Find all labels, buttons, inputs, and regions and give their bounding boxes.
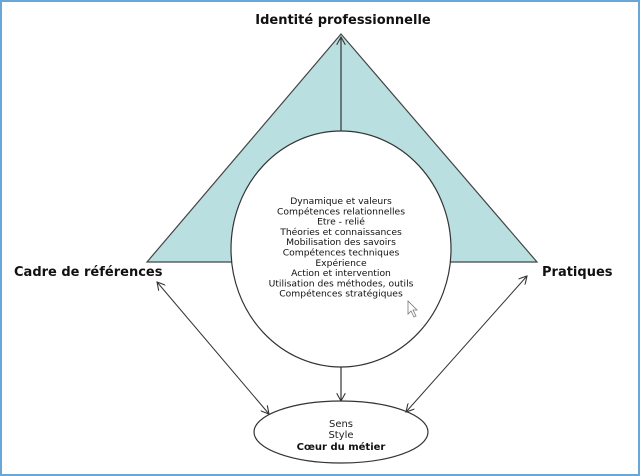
center-item: Mobilisation des savoirs — [286, 237, 396, 248]
center-item: Dynamique et valeurs — [290, 196, 392, 207]
center-item: Expérience — [315, 258, 367, 269]
center-item: Théories et connaissances — [279, 227, 402, 238]
arrow-references-core — [157, 282, 269, 414]
center-item: Compétences relationnelles — [277, 206, 405, 217]
center-item: Action et intervention — [291, 268, 391, 279]
core-line-heart: Cœur du métier — [297, 441, 386, 453]
label-identity: Identité professionnelle — [255, 13, 431, 28]
core-line-style: Style — [328, 430, 353, 441]
arrow-pratiques-core — [406, 276, 527, 412]
center-item: Utilisation des méthodes, outils — [269, 278, 414, 289]
center-item: Compétences stratégiques — [279, 289, 403, 300]
mouse-cursor-icon — [407, 300, 418, 318]
label-references: Cadre de références — [14, 265, 163, 280]
core-line-sens: Sens — [329, 419, 353, 430]
center-item: Compétences techniques — [283, 248, 400, 259]
center-item: Etre - relié — [317, 217, 365, 228]
core-ellipse — [253, 400, 429, 464]
label-pratiques: Pratiques — [542, 265, 613, 280]
